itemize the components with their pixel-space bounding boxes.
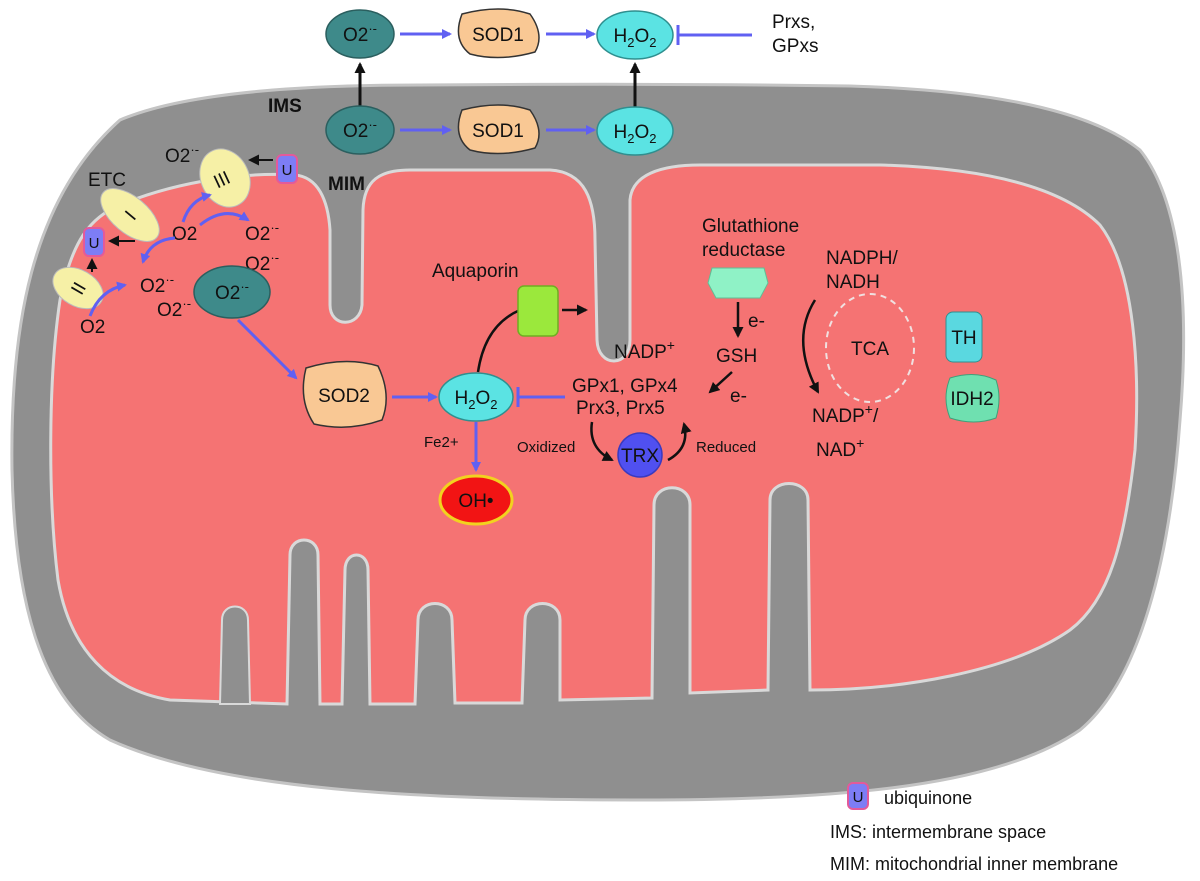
legend-ims-def: IMS: intermembrane space (830, 822, 1046, 842)
ubiquinone-top-label: U (282, 162, 293, 179)
sod2-label: SOD2 (318, 386, 370, 407)
legend-u-label: U (853, 789, 864, 806)
arrow-nadph-to-nadp (801, 299, 820, 394)
ims-label: IMS (268, 96, 302, 117)
trx-label: TRX (621, 446, 659, 467)
nadph-label-line2: NADH (826, 272, 880, 293)
top-superoxide-label: O2·- (343, 21, 377, 46)
ims-superoxide-node (325, 105, 395, 155)
nadp-label: NADP+ (614, 337, 675, 363)
gpx-label-line1: GPx1, GPx4 (572, 376, 678, 397)
etc-superoxide-1: O2·- (165, 142, 199, 167)
ims-row: IMS MIM O2·- SOD1 H2O2 (268, 96, 674, 195)
ims-superoxide-label: O2·- (343, 117, 377, 142)
idh2-shape (945, 374, 1000, 423)
aquaporin-channel (517, 285, 559, 337)
legend: U ubiquinone IMS: intermembrane space MI… (830, 782, 1118, 874)
e-label-1: e- (748, 311, 765, 332)
fe-label: Fe2+ (424, 434, 459, 451)
curve-h2o2-to-aquaporin (476, 308, 521, 373)
e-label-2: e- (730, 386, 747, 407)
th-channel (945, 311, 983, 363)
matrix (49, 163, 1139, 706)
ims-sod1-shape (457, 104, 540, 155)
gpx-label-line2: Prx3, Prx5 (576, 398, 665, 419)
legend-mim-def: MIM: mitochondrial inner membrane (830, 854, 1118, 874)
arrow-superoxide-to-sod2 (236, 318, 298, 380)
complex-i (100, 188, 160, 242)
complex-iii (199, 148, 251, 208)
crista-left (218, 605, 252, 705)
etc-superoxide-2: O2·- (245, 220, 279, 245)
nadph-region: NADPH/ NADH TCA NADP+/ NAD+ TH IDH2 (801, 248, 1000, 461)
top-superoxide-node (325, 9, 395, 59)
ims-h2o2-node (596, 106, 674, 156)
arrow-reduced-curve (667, 422, 692, 462)
gr-shape (707, 267, 769, 299)
arrow-o2-bottom-up (88, 281, 127, 317)
tca-label: TCA (851, 339, 889, 360)
tca-cycle (825, 293, 915, 403)
etc-superoxide-5: O2·- (157, 296, 191, 321)
trx-node (617, 432, 663, 478)
etc-superoxide-4: O2·- (140, 272, 174, 297)
matrix-superoxide-node (193, 265, 271, 319)
gsh-label: GSH (716, 346, 757, 367)
oh-label: OH• (458, 491, 493, 512)
idh2-label: IDH2 (950, 389, 993, 410)
mim-label: MIM (328, 174, 365, 195)
arrow-o2-to-iii (181, 192, 212, 223)
arrow-gsh-to-gpx (708, 371, 733, 394)
oxidized-label: Oxidized (517, 439, 575, 456)
aquaporin-label: Aquaporin (432, 261, 519, 282)
top-h2o2-node (596, 10, 674, 60)
arrow-o2-to-superoxide-left (140, 236, 176, 264)
etc-o2-bottom: O2 (80, 317, 105, 338)
reduced-label: Reduced (696, 439, 756, 456)
ubiquinone-top (276, 154, 298, 184)
prxs-label-line2: GPxs (772, 36, 818, 57)
ims-sod1-label: SOD1 (472, 121, 524, 142)
gr-label-line1: Glutathione (702, 216, 799, 237)
prxs-label-line1: Prxs, (772, 12, 815, 33)
etc-label: ETC (88, 170, 126, 191)
matrix-chain: SOD2 H2O2 Fe2+ OH• Aquaporin (236, 261, 588, 526)
top-row: O2·- SOD1 H2O2 Prxs, GPxs (325, 8, 818, 60)
ubiquinone-mid-label: U (89, 235, 100, 252)
complex-ii (52, 266, 104, 310)
arrow-oxidized-curve (590, 421, 614, 462)
legend-ubiquinone-icon (847, 782, 869, 810)
th-label: TH (951, 328, 976, 349)
glutathione-system: Glutathione reductase e- NADP+ GSH e- GP… (517, 216, 799, 478)
top-sod1-label: SOD1 (472, 25, 524, 46)
etc-o2-center: O2 (172, 224, 197, 245)
sod2-shape (302, 360, 387, 428)
legend-ubiquinone-text: ubiquinone (884, 788, 972, 808)
nadph-label-line1: NADPH/ (826, 248, 899, 269)
etc-region: ETC III I II U U O2·- O2 O2·- O2·- O2·- … (52, 142, 298, 338)
gr-label-line2: reductase (702, 240, 785, 261)
top-sod1-shape (457, 8, 540, 59)
oh-node (438, 474, 514, 526)
ubiquinone-mid (83, 227, 105, 257)
matrix-h2o2-node (438, 372, 514, 422)
matrix-superoxide-label: O2·- (215, 279, 249, 304)
arrow-o2-to-superoxide-right (199, 211, 250, 227)
